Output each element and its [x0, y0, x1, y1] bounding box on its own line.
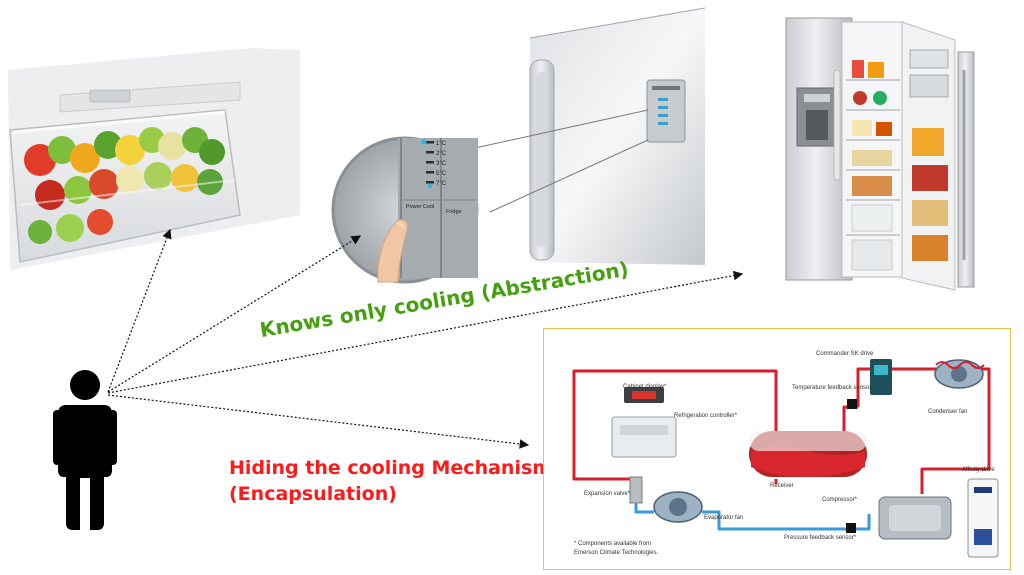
level-label-3: 3°C	[436, 161, 447, 167]
open-refrigerator-photo	[785, 17, 975, 291]
label-expansion-valve: Expansion valve*	[584, 491, 631, 497]
level-label-5: 7°C	[436, 181, 447, 187]
level-label-2: 2°C	[436, 151, 447, 157]
refrigeration-diagram: Cabinet display* Refrigeration controlle…	[543, 328, 1011, 570]
label-cabinet-display: Cabinet display*	[623, 384, 667, 390]
label-receiver: Receiver	[770, 483, 794, 489]
level-label-4: 5°C	[436, 171, 447, 177]
power-cool-button: Power Cool	[405, 204, 435, 210]
label-pressure-sensor: Pressure feedback sensor*	[784, 535, 857, 541]
label-affinity-drive: Affinity drive	[962, 467, 995, 473]
encapsulation-caption: Hiding the cooling Mechanism (Encapsulat…	[229, 455, 552, 507]
label-commander-drive: Commander SK drive	[816, 351, 874, 357]
control-panel-zoom	[331, 136, 479, 284]
person-icon	[53, 370, 117, 530]
fridge-door-photo	[529, 7, 706, 265]
label-compressor: Compressor*	[822, 497, 858, 503]
encapsulation-caption-line1: Hiding the cooling Mechanism	[229, 457, 553, 479]
encapsulation-caption-line2: (Encapsulation)	[229, 483, 397, 505]
fridge-button: Fridge	[446, 209, 462, 215]
label-temperature-sensor: Temperature feedback sensor	[792, 385, 872, 391]
label-condenser-fan: Condenser fan	[928, 409, 968, 415]
zoom-connector-lines	[465, 109, 649, 213]
label-footnote-line2: Emerson Climate Technologies.	[574, 550, 659, 556]
refrigeration-schematic	[572, 359, 999, 558]
vegetable-drawer-photo	[8, 48, 300, 270]
label-refrigeration-controller: Refrigeration controller*	[674, 413, 738, 419]
label-evaporator-fan: Evaporator fan	[704, 515, 744, 521]
label-footnote-line1: * Components available from	[574, 541, 652, 547]
level-label-1: 1°C	[436, 141, 447, 147]
pointer-arrows	[107, 228, 744, 449]
